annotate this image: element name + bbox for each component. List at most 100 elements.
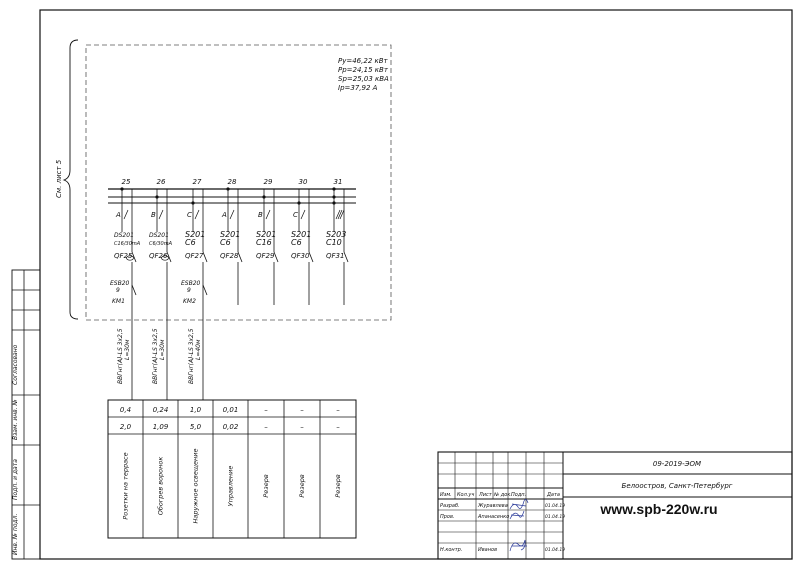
phase-slash (158, 209, 164, 220)
breaker-type: S201 (220, 230, 240, 239)
summary-current: Ip=37,92 А (338, 84, 378, 92)
tb-date-developer: 01.04.19 (545, 503, 565, 509)
object-location: Белоостров, Санкт-Петербург (622, 482, 733, 490)
breaker-type: DS201 (149, 232, 169, 239)
phase-slash (335, 209, 341, 220)
cable-length: L=30м (159, 339, 166, 360)
phase-label: C (187, 211, 192, 219)
table-power-installed: 0,24 (153, 406, 169, 414)
breaker-contact (343, 251, 349, 263)
phase-slash (194, 209, 200, 220)
table-power-installed: – (264, 406, 268, 414)
breaker-rating: C6/30mA (149, 241, 173, 247)
rcd-symbol (126, 255, 134, 261)
breaker-type: S203 (326, 230, 346, 239)
stamp-inv-orig: Инв. № подл. (12, 514, 19, 555)
bus-number: 31 (334, 178, 343, 186)
cable-length: L=30м (124, 339, 131, 360)
summary-installed-power: Py=46,22 кВт (338, 57, 389, 65)
breaker-type: DS201 (114, 232, 134, 239)
phase-slash (265, 209, 271, 220)
tb-name-checker: Апанасенко (477, 514, 509, 520)
table-power-design: – (264, 423, 268, 431)
breaker-contact (237, 251, 243, 263)
contactor-id: KM2 (183, 298, 196, 305)
tb-header-sign: Подп. (511, 492, 526, 498)
sheet-reference: См. лист 5 (55, 159, 63, 198)
phase-label: A (221, 211, 227, 219)
breaker-rating: C16/30mA (114, 241, 141, 247)
table-consumer-name: Розетки на террасе (122, 452, 130, 519)
title-block: Изм. Кол.уч Лист № док. Подп. Дата Разра… (437, 451, 793, 560)
tb-header-docno: № док. (493, 492, 512, 498)
rcd-symbol (161, 255, 169, 261)
breaker-id: QF27 (185, 252, 204, 260)
load-summary: Py=46,22 кВт Pp=24,15 кВт Sp=25,03 кВА I… (338, 57, 389, 92)
cable-spec: ВВГнг(А)-LS 3х2,5 (152, 328, 159, 384)
summary-apparent-power: Sp=25,03 кВА (338, 75, 389, 83)
table-power-design: 1,09 (153, 423, 169, 431)
breaker-id: QF30 (291, 252, 310, 260)
phase-label: C (293, 211, 298, 219)
bus-number: 28 (228, 178, 237, 186)
contactor-rating: 9 (187, 287, 191, 294)
breaker-type: S201 (185, 230, 205, 239)
tb-date-checker: 01.04.19 (545, 514, 565, 520)
breaker-type: S201 (256, 230, 276, 239)
left-stamp: Согласовано Взам. инв. № Подп. и дата Ин… (11, 269, 41, 560)
phase-slash (339, 209, 345, 220)
breaker-id: QF29 (256, 252, 275, 260)
signature-developer (509, 499, 529, 510)
phase-slash (300, 209, 306, 220)
phase-label: A (115, 211, 121, 219)
signature-checker (509, 510, 525, 520)
bus-number: 25 (122, 178, 131, 186)
table-power-installed: – (300, 406, 304, 414)
breaker-rating: C6 (220, 238, 231, 247)
cable-length: L=40м (195, 339, 202, 360)
bus-number: 26 (157, 178, 166, 186)
signature-normcontrol (509, 539, 527, 552)
table-consumer-name: Резерв (298, 474, 306, 498)
table-consumer-name: Обогрев воронок (157, 457, 165, 516)
phase-slash (337, 209, 343, 220)
breaker-rating: C16 (256, 238, 272, 247)
phase-label: B (151, 211, 156, 219)
stamp-agreed: Согласовано (12, 344, 19, 385)
bus-number: 27 (193, 178, 202, 186)
tb-name-developer: Журавлева (477, 503, 508, 509)
breaker-id: QF25 (114, 252, 133, 260)
contactor-contact (202, 284, 208, 296)
summary-design-power: Pp=24,15 кВт (338, 66, 389, 74)
table-consumer-name: Наружное освещение (192, 449, 200, 524)
table-power-design: 2,0 (120, 423, 132, 431)
stamp-replace-inv: Взам. инв. № (12, 399, 19, 440)
table-power-design: 5,0 (190, 423, 202, 431)
breaker-rating: C6 (291, 238, 302, 247)
table-consumer-name: Управление (227, 466, 235, 507)
table-power-installed: – (336, 406, 340, 414)
table-power-installed: 0,01 (223, 406, 239, 414)
tb-role-developer: Разраб. (440, 503, 460, 509)
tb-name-normcontrol: Иванов (478, 547, 497, 553)
table-power-installed: 0,4 (120, 406, 131, 414)
cable-spec: ВВГнг(А)-LS 3х2,5 (188, 328, 195, 384)
tb-header-date: Дата (546, 492, 560, 498)
breaker-id: QF26 (149, 252, 168, 260)
table-power-installed: 1,0 (190, 406, 202, 414)
breaker-rating: C10 (326, 238, 342, 247)
cable-spec: ВВГнг(А)-LS 3х2,5 (117, 328, 124, 384)
tb-header-change: Изм. (440, 492, 452, 498)
contactor-id: KM1 (112, 298, 125, 305)
panel-boundary (85, 44, 392, 321)
phase-slash (229, 209, 235, 220)
tb-header-sheet: Лист (478, 492, 493, 498)
contactor-type: ESB20 (110, 280, 130, 287)
table-consumer-name: Резерв (262, 474, 270, 498)
breaker-id: QF28 (220, 252, 239, 260)
breaker-contact (202, 251, 208, 263)
